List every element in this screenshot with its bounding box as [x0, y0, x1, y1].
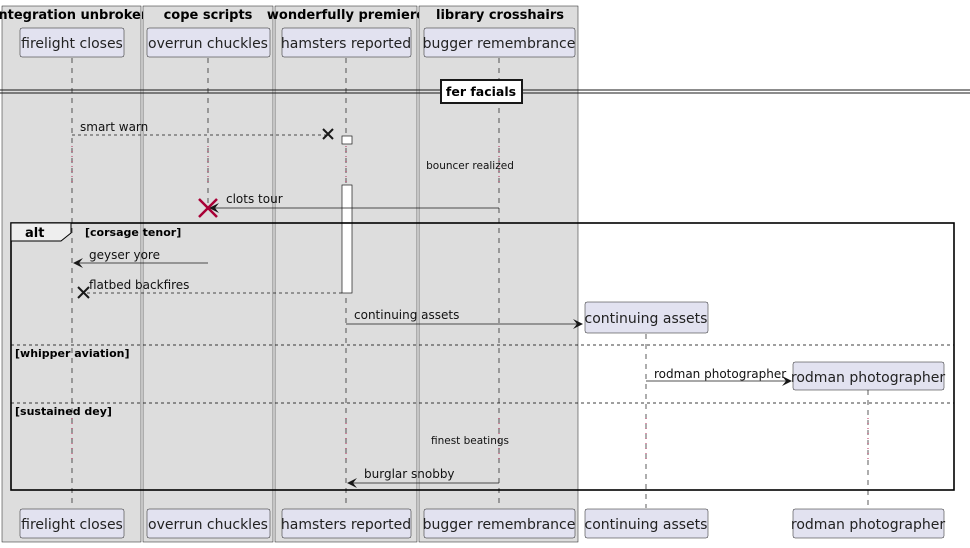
delay-note-bouncer-realized: bouncer realized — [426, 160, 514, 172]
participant-bugger-top[interactable]: bugger remembrance — [423, 27, 576, 58]
participant-label: firelight closes — [21, 517, 123, 533]
message-flatbed-backfires: flatbed backfires — [77, 278, 342, 299]
participant-hamsters-bottom[interactable]: hamsters reported — [281, 508, 412, 539]
divider-fer-facials: fer facials — [0, 79, 970, 104]
participant-rodman-bottom[interactable]: rodman photographer — [791, 508, 945, 539]
participant-hamsters-top[interactable]: hamsters reported — [281, 27, 412, 58]
participant-overrun-top[interactable]: overrun chuckles — [146, 27, 271, 58]
participant-overrun-bottom[interactable]: overrun chuckles — [146, 508, 271, 539]
participant-label: continuing assets — [585, 517, 708, 533]
box-title-cope: cope scripts — [164, 8, 253, 23]
participant-label: rodman photographer — [791, 370, 945, 386]
alt-guard-corsage-tenor: [corsage tenor] — [85, 226, 181, 239]
participant-label: hamsters reported — [281, 36, 411, 52]
participant-label: hamsters reported — [281, 517, 411, 533]
alt-fragment: alt [corsage tenor] [whipper aviation] [… — [10, 222, 955, 491]
message-continuing-assets: continuing assets — [346, 308, 583, 329]
participant-bugger-bottom[interactable]: bugger remembrance — [423, 508, 576, 539]
box-title-library: library crosshairs — [436, 8, 564, 23]
message-geyser-yore: geyser yore — [73, 248, 208, 268]
delay-note-finest-beatings: finest beatings — [431, 435, 509, 447]
box-integration-unbroken: integration unbroken — [0, 5, 150, 543]
message-label: smart warn — [80, 120, 148, 134]
message-label: flatbed backfires — [89, 278, 189, 292]
message-burglar-snobby: burglar snobby — [347, 467, 499, 488]
activation-hamsters — [341, 135, 353, 294]
message-clots-tour: clots tour — [198, 192, 499, 218]
participant-continuing-bottom[interactable]: continuing assets — [585, 508, 709, 539]
participant-label: overrun chuckles — [148, 517, 268, 533]
message-smart-warn: smart warn — [72, 120, 334, 140]
divider-label: fer facials — [446, 84, 516, 99]
participant-firelight-bottom[interactable]: firelight closes — [19, 508, 125, 539]
destroy-x-icon — [322, 128, 334, 140]
participant-label: bugger remembrance — [423, 517, 576, 533]
participant-label: overrun chuckles — [148, 36, 268, 52]
box-title-integration: integration unbroken — [0, 8, 150, 23]
message-label: clots tour — [226, 192, 283, 206]
destroy-x-icon — [198, 198, 218, 218]
box-cope-scripts: cope scripts — [142, 5, 274, 543]
alt-guard-sustained-dey: [sustained dey] — [15, 405, 112, 418]
participant-label: continuing assets — [585, 311, 708, 327]
participant-firelight-top[interactable]: firelight closes — [19, 27, 125, 58]
message-label: continuing assets — [354, 308, 459, 322]
destroy-x-icon — [77, 286, 90, 299]
message-label: burglar snobby — [364, 467, 455, 481]
message-label: rodman photographer — [654, 367, 786, 381]
alt-keyword: alt — [25, 226, 44, 241]
participant-label: firelight closes — [21, 36, 123, 52]
participant-label: bugger remembrance — [423, 36, 576, 52]
participant-label: rodman photographer — [791, 517, 945, 533]
participant-rodman-created[interactable]: rodman photographer — [791, 361, 945, 391]
box-title-wonderfully: wonderfully premiere — [267, 8, 425, 23]
message-label: geyser yore — [89, 248, 160, 262]
message-rodman-photographer: rodman photographer — [646, 367, 792, 386]
alt-guard-whipper-aviation: [whipper aviation] — [15, 347, 130, 360]
participant-continuing-created[interactable]: continuing assets — [585, 301, 709, 334]
